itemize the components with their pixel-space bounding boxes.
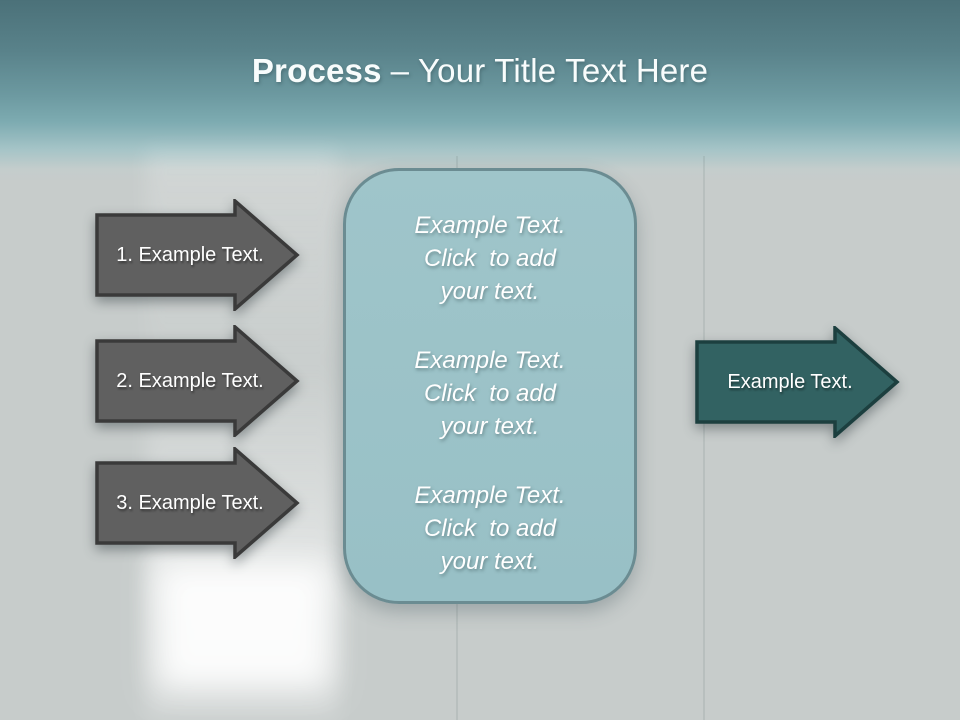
arrow-shape	[95, 199, 300, 311]
result-arrow[interactable]: Example Text.	[695, 326, 901, 438]
arrow-polygon	[95, 447, 300, 559]
background-line	[703, 156, 705, 720]
placeholder-line: Click to add	[423, 380, 557, 407]
arrow-label: Example Text.	[727, 370, 853, 393]
placeholder-line: Click to add	[423, 515, 557, 542]
arrow-label: 2. Example Text.	[116, 369, 264, 392]
arrow-polygon	[695, 326, 900, 438]
placeholder-line: Example Text.	[414, 482, 566, 509]
arrow-shape	[695, 326, 900, 438]
title-text: – Your Title Text Here	[390, 52, 709, 89]
placeholder-line: your text.	[440, 548, 540, 575]
process-arrow-1[interactable]: 1. Example Text.	[95, 199, 301, 311]
arrow-label: 1. Example Text.	[116, 243, 264, 266]
arrow-polygon	[95, 199, 300, 311]
placeholder-line: your text.	[440, 278, 540, 305]
arrow-polygon	[95, 325, 300, 437]
placeholder-line: your text.	[440, 413, 540, 440]
arrow-shape	[95, 447, 300, 559]
process-arrow-2[interactable]: 2. Example Text.	[95, 325, 301, 437]
background-white-patch	[156, 562, 331, 690]
placeholder-line: Example Text.	[414, 347, 566, 374]
text-placeholder-3[interactable]: Example Text. Click to add your text.	[414, 479, 565, 578]
arrow-shape	[95, 325, 300, 437]
text-placeholder-2[interactable]: Example Text. Click to add your text.	[414, 344, 565, 443]
content-box[interactable]: Example Text. Click to add your text. Ex…	[343, 168, 637, 604]
placeholder-line: Example Text.	[414, 212, 566, 239]
text-placeholder-1[interactable]: Example Text. Click to add your text.	[414, 209, 565, 308]
title-band	[0, 0, 960, 182]
title-keyword: Process	[251, 52, 382, 89]
process-arrow-3[interactable]: 3. Example Text.	[95, 447, 301, 559]
placeholder-line: Click to add	[423, 245, 557, 272]
slide-title: Process– Your Title Text Here	[0, 52, 960, 90]
arrow-label: 3. Example Text.	[116, 491, 264, 514]
